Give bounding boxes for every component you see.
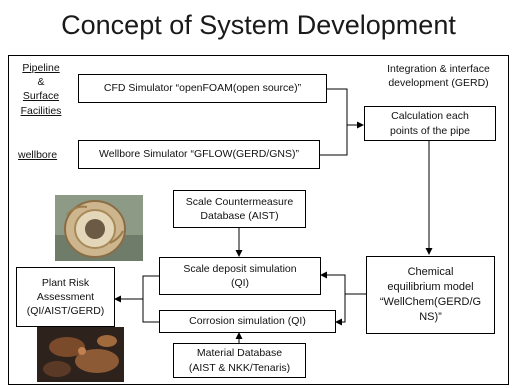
material-db-line2: (AIST & NKK/Tenaris)	[188, 361, 291, 374]
pipeline-label-line3: Surface	[22, 90, 60, 103]
pipeline-label: Pipeline & Surface Facilities	[14, 61, 68, 118]
corrosion-sim-text: Corrosion simulation (QI)	[189, 315, 306, 328]
cfd-simulator-box: CFD Simulator “openFOAM(open source)”	[78, 74, 327, 103]
chemical-equilibrium-box: Chemical equilibrium model “WellChem(GER…	[366, 256, 495, 334]
scale-countermeasure-db-box: Scale Countermeasure Database (AIST)	[173, 190, 306, 228]
scale-pipe-image	[55, 195, 143, 261]
scale-deposit-simulation-box: Scale deposit simulation (QI)	[159, 257, 321, 295]
pipeline-label-line1: Pipeline	[22, 62, 60, 74]
chem-line2: equilibrium model	[387, 281, 474, 294]
calculation-box: Calculation each points of the pipe	[364, 106, 496, 141]
plant-line2: Assessment	[36, 290, 95, 303]
material-db-line1: Material Database	[196, 347, 283, 360]
corrosion-simulation-box: Corrosion simulation (QI)	[159, 310, 336, 333]
chem-line3: “WellChem(GERD/G	[379, 296, 482, 308]
page-title: Concept of System Development	[61, 10, 456, 40]
cfd-simulator-text: CFD Simulator “openFOAM(open source)”	[103, 82, 302, 95]
connector-wellbore-to-calc	[320, 125, 348, 156]
plant-risk-assessment-box: Plant Risk Assessment (QI/AIST/GERD)	[16, 267, 115, 327]
calculation-line1: Calculation each	[391, 110, 469, 123]
connector-chem-to-scale	[320, 271, 366, 295]
scale-deposit-photo	[55, 195, 143, 261]
connector-sims-to-plant	[142, 275, 159, 323]
diagram-frame	[8, 55, 509, 385]
scale-db-line2: Database (AIST)	[200, 210, 279, 222]
plant-line3: (QI/AIST/GERD)	[26, 305, 105, 318]
plant-line1: Plant Risk	[41, 276, 90, 289]
pipeline-label-line4: Facilities	[20, 104, 62, 117]
scale-db-line1: Scale Countermeasure	[185, 195, 294, 208]
wellbore-simulator-text: Wellbore Simulator “GFLOW(GERD/GNS)”	[99, 148, 299, 161]
scale-sim-line1: Scale deposit simulation	[183, 262, 297, 275]
connector-chem-to-corrosion	[335, 294, 346, 326]
scale-sim-line2: (QI)	[230, 277, 250, 289]
corrosion-photo	[37, 327, 124, 382]
chem-line4: NS)”	[419, 310, 442, 323]
connector-cfd-to-calc	[327, 88, 364, 129]
calculation-line2: points of the pipe	[390, 124, 470, 137]
chem-line1: Chemical	[407, 266, 454, 279]
integration-label-line2: development (GERD)	[388, 77, 489, 90]
wellbore-label: wellbore	[18, 149, 58, 161]
corrosion-pipe-image	[37, 327, 124, 382]
wellbore-simulator-box: Wellbore Simulator “GFLOW(GERD/GNS)”	[78, 140, 320, 169]
integration-label: Integration & interface development (GER…	[371, 62, 506, 90]
integration-label-line1: Integration & interface	[387, 63, 490, 75]
pipeline-label-line2: &	[37, 76, 45, 89]
material-database-box: Material Database (AIST & NKK/Tenaris)	[173, 343, 306, 378]
